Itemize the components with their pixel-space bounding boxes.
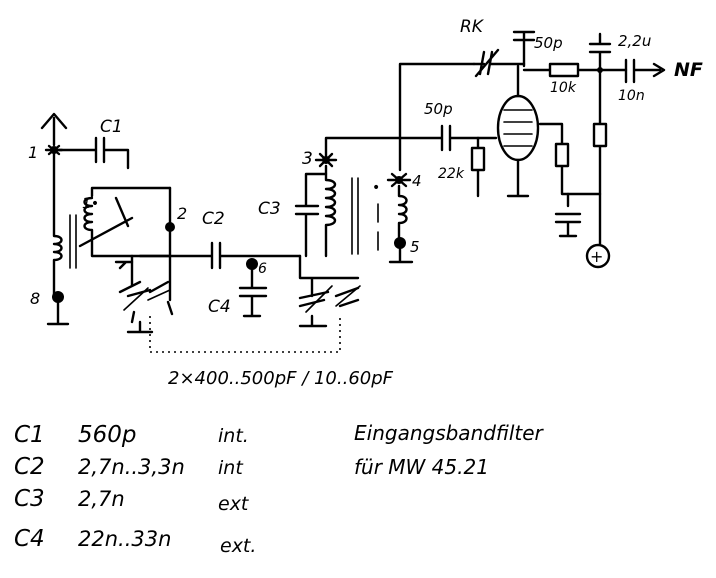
signal-wire-top [324,62,476,172]
coupling-coil [397,184,408,240]
pin-1-label: 1 [28,143,38,162]
pin-5-label: 5 [410,238,420,256]
parts-ref-c2: C2 [14,454,45,480]
c4-label: C4 [208,297,231,317]
tuning-capacitor-1 [118,254,174,334]
parts-ref-c3: C3 [14,486,45,512]
pin-4-terminal [386,172,412,188]
parts-ref-c1: C1 [14,422,45,448]
pin-6-label: 6 [258,261,267,277]
pin-3-label: 3 [302,149,313,169]
decoupling-capacitor [554,192,582,238]
nf-output-label: NF [674,59,703,81]
antenna-coil [52,148,63,298]
caption-line-1: Eingangsbandfilter [354,421,545,445]
rk-capacitor [472,48,526,78]
pin-6-terminal [246,258,258,270]
plus-supply-terminal: + [585,243,611,269]
tube-symbol [496,94,540,198]
cap-50p-grid-label: 50p [424,100,453,118]
cap-50p-top [512,30,536,42]
capacitor-c3 [294,164,328,258]
pin-2-terminal [165,186,175,302]
filter-coil-core [351,177,359,255]
capacitor-c1 [52,136,130,170]
coupling-dot: • [372,180,380,196]
parts-ref-c4: C4 [14,526,45,552]
coil-tap [78,196,134,248]
parts-value-c2: 2,7n..3,3n [78,455,185,479]
grid-capacitor [398,124,498,152]
capacitor-c4 [238,268,268,318]
resistor-22k [470,136,486,198]
anode-resistor [592,68,608,246]
pin-2-label: 2 [177,204,187,223]
pin-8-label: 8 [30,289,40,308]
pin-5-terminal [388,237,414,264]
cap-10n-label: 10n [618,88,645,104]
tuning-capacitor-2-arrow [305,285,361,313]
cap-22u-label: 2,2u [618,32,651,50]
tuning-capacitor-2 [298,254,360,328]
parts-value-c4: 22n..33n [78,527,171,551]
c1-label: C1 [100,117,123,137]
output-capacitor [624,58,666,84]
capacitor-2u2 [588,32,612,72]
res-10k-label: 10k [550,80,577,96]
trimmer-1 [114,260,134,270]
parts-mount-c1: int. [218,425,249,447]
filter-coil [324,172,337,258]
anode-wire [512,38,536,98]
parts-table: C1 560p int. C2 2,7n..3,3n int C3 2,7n e… [14,422,256,557]
svg-text:+: + [590,247,603,266]
antenna-symbol [40,112,68,147]
ganging-line [149,314,341,353]
tuning-range-note: 2×400..500pF / 10..60pF [168,368,394,389]
coil-core [69,214,77,269]
pin-4-label: 4 [412,172,422,190]
parts-value-c3: 2,7n [78,487,125,511]
cap-50p-top-label: 50p [534,34,563,52]
parts-mount-c4: ext. [220,535,256,557]
capacitor-c2 [138,241,302,270]
resistor-10k [522,62,628,78]
pin-dot-label: 1• [82,196,99,212]
c2-label: C2 [202,209,225,229]
screen-resistor [538,122,602,196]
parts-value-c1: 560p [78,422,137,448]
c3-label: C3 [258,199,281,219]
rk-label: RK [460,17,485,37]
parts-mount-c2: int [218,457,244,479]
res-22k-label: 22k [438,166,465,182]
parts-mount-c3: ext [218,493,250,515]
caption-line-2: für MW 45.21 [354,455,489,479]
tuning-capacitor-1-arrow [123,287,171,311]
pin-8-terminal [46,291,70,326]
